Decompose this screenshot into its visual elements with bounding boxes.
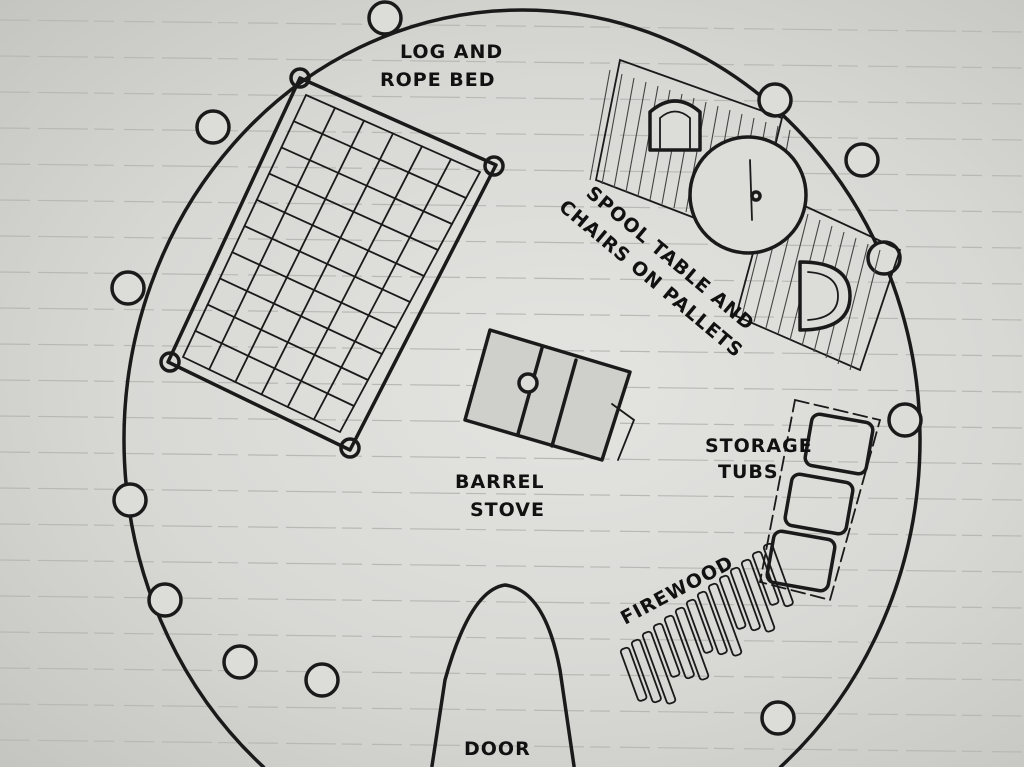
firewood-log bbox=[674, 606, 710, 681]
bed-rope bbox=[292, 120, 467, 199]
wall-post bbox=[147, 582, 183, 618]
background-line bbox=[0, 487, 1024, 501]
pallet-slat bbox=[589, 69, 611, 181]
background-line bbox=[0, 55, 1024, 69]
barrel-stove bbox=[463, 328, 636, 462]
spool-line bbox=[749, 159, 753, 221]
label-door: DOOR bbox=[464, 738, 531, 760]
pallet-slat bbox=[637, 85, 659, 197]
firewood-log bbox=[762, 542, 794, 608]
bed-rope bbox=[268, 172, 439, 251]
bed-rope bbox=[194, 329, 355, 407]
yurt-wall bbox=[122, 8, 922, 767]
storage-tub bbox=[803, 412, 875, 476]
bed-post bbox=[289, 67, 311, 89]
wall-post bbox=[110, 270, 146, 306]
pallet-slat bbox=[613, 77, 635, 189]
label-tubs-line1: STORAGE bbox=[705, 435, 813, 457]
background-line bbox=[0, 631, 1024, 645]
background-line bbox=[0, 703, 1024, 717]
door bbox=[430, 583, 576, 767]
wall-posts bbox=[110, 0, 923, 736]
background-line bbox=[0, 451, 1024, 465]
spool-table bbox=[688, 135, 808, 255]
wall-post bbox=[887, 402, 923, 438]
label-stove-line1: BARREL bbox=[455, 471, 545, 493]
firewood-log bbox=[729, 566, 761, 632]
firewood-pile bbox=[619, 542, 794, 705]
pallet-slat bbox=[777, 213, 809, 335]
chair bbox=[798, 260, 852, 332]
pallet-slat bbox=[601, 73, 623, 185]
bed-post bbox=[159, 351, 181, 373]
firewood-log bbox=[663, 614, 695, 680]
bed-rope bbox=[206, 303, 369, 381]
background-line bbox=[0, 235, 1024, 249]
background-line bbox=[0, 739, 1024, 753]
chair-detail bbox=[807, 271, 839, 321]
background-line bbox=[0, 91, 1024, 105]
chair bbox=[648, 99, 702, 152]
label-bed-line1: LOG AND bbox=[400, 41, 503, 63]
pallet-slat bbox=[849, 249, 881, 371]
firewood-log bbox=[652, 622, 681, 678]
pallet-slat bbox=[837, 243, 869, 365]
firewood-log bbox=[718, 574, 747, 630]
storage-tub bbox=[765, 529, 837, 593]
wall-post bbox=[195, 109, 231, 145]
bed-rope bbox=[255, 198, 425, 277]
chair-detail bbox=[659, 110, 691, 149]
firewood-log bbox=[707, 582, 743, 657]
background-text-lines bbox=[0, 19, 1024, 753]
label-stove-line2: STOVE bbox=[470, 499, 545, 521]
label-bed-line2: ROPE BED bbox=[380, 69, 496, 91]
background-line bbox=[0, 559, 1024, 573]
pallet bbox=[734, 188, 902, 372]
background-line bbox=[0, 307, 1024, 321]
bed-rope bbox=[280, 146, 453, 225]
bed-rope-grid bbox=[194, 106, 467, 421]
wall-post bbox=[760, 700, 796, 736]
bed-post bbox=[339, 437, 361, 459]
wall-post bbox=[112, 482, 148, 518]
background-line bbox=[0, 271, 1024, 285]
firewood-log bbox=[696, 590, 728, 656]
firewood-log bbox=[685, 598, 714, 654]
bed-rope bbox=[218, 277, 383, 355]
log-and-rope-bed bbox=[159, 67, 505, 459]
bed-rope bbox=[231, 251, 397, 329]
wall-post bbox=[304, 662, 340, 698]
storage-tubs bbox=[758, 398, 882, 602]
wall-post bbox=[222, 644, 258, 680]
background-line bbox=[0, 127, 1024, 141]
pallet-slat bbox=[625, 81, 647, 193]
firewood-log bbox=[619, 646, 648, 702]
bed-post bbox=[483, 155, 505, 177]
background-line bbox=[0, 199, 1024, 213]
wall-post bbox=[367, 0, 403, 36]
storage-tub bbox=[783, 472, 855, 536]
firewood-log bbox=[740, 558, 776, 633]
wall-post bbox=[844, 142, 880, 178]
firewood-log bbox=[751, 550, 780, 606]
spool-table-and-chairs bbox=[589, 58, 902, 372]
background-line bbox=[0, 523, 1024, 537]
firewood-log bbox=[630, 638, 662, 704]
bed-rope bbox=[243, 225, 411, 303]
stove-flue bbox=[517, 372, 539, 394]
background-line bbox=[0, 667, 1024, 681]
firewood-log bbox=[641, 630, 677, 705]
background-line bbox=[0, 19, 1024, 33]
label-tubs-line2: TUBS bbox=[718, 461, 779, 483]
